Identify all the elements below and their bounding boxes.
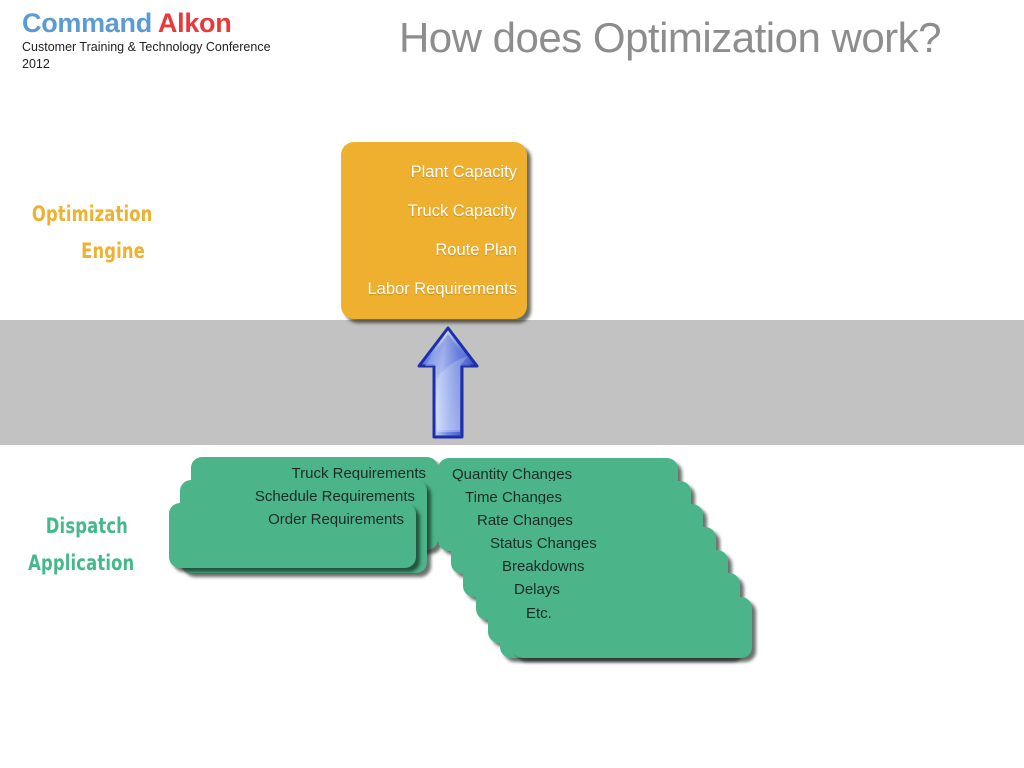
engine-item-truck-capacity: Truck Capacity <box>407 201 517 220</box>
engine-item-plant-capacity: Plant Capacity <box>410 162 517 181</box>
list-item: Order Requirements <box>169 503 416 568</box>
page-title: How does Optimization work? <box>398 14 942 61</box>
card-label-status-changes: Status Changes <box>490 535 597 552</box>
up-arrow-svg <box>417 326 479 439</box>
conference-subtitle: Customer Training & Technology Conferenc… <box>22 40 271 54</box>
dispatch-application-label-line1: Dispatch <box>45 514 128 538</box>
optimization-engine-label-line2: Engine <box>81 239 145 264</box>
dispatch-application-label-line2: Application <box>28 551 135 576</box>
brand-word-alkon: Alkon <box>157 8 232 38</box>
conference-year: 2012 <box>22 56 50 71</box>
optimization-engine-box: Plant Capacity Truck Capacity Route Plan… <box>341 142 527 319</box>
card-label-delays: Delays <box>514 581 560 598</box>
card-label-breakdowns: Breakdowns <box>502 558 585 575</box>
separator-band <box>0 320 1024 445</box>
card-label-rate-changes: Rate Changes <box>477 512 573 529</box>
dispatch-application-label: Dispatch Application <box>28 508 135 583</box>
card-label-time-changes: Time Changes <box>465 489 562 506</box>
up-arrow-icon <box>416 326 480 440</box>
list-item: Etc. <box>512 597 752 658</box>
brand-word-command: Command <box>22 8 152 38</box>
card-label-etc: Etc. <box>526 605 552 622</box>
card-label-truck-requirements: Truck Requirements <box>291 465 427 482</box>
engine-item-labor-requirements: Labor Requirements <box>367 280 518 299</box>
optimization-engine-label-line1: Optimization <box>31 202 153 226</box>
card-label-schedule-requirements: Schedule Requirements <box>254 488 415 505</box>
card-label-quantity-changes: Quantity Changes <box>452 466 573 483</box>
card-label-order-requirements: Order Requirements <box>268 511 404 528</box>
engine-item-route-plan: Route Plan <box>435 241 517 260</box>
optimization-engine-label: Optimization Engine <box>32 196 152 271</box>
